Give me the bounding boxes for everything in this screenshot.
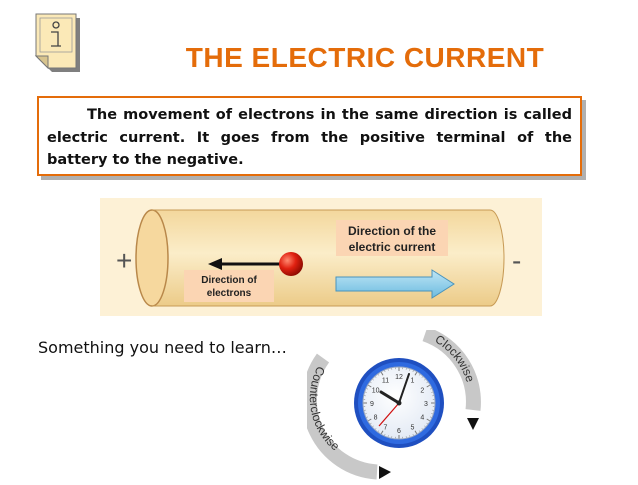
clock-number: 8 [374,415,378,422]
clock-number: 6 [397,428,401,435]
learn-text: Something you need to learn… [38,338,287,357]
definition-box: The movement of electrons in the same di… [37,96,582,176]
clockwise-arrowhead [467,418,479,430]
clock-number: 9 [370,401,374,408]
clock-number: 12 [395,374,403,381]
electric-current-diagram: + - Direction of electrons Direction of … [100,198,542,316]
tube-left-end [136,210,168,306]
counterclockwise-label: Counterclockwise [307,364,343,453]
counterclockwise-arrowhead [379,466,391,479]
clock-number: 7 [384,424,388,431]
current-label-line2: electric current [349,240,436,254]
electron-ball [279,252,303,276]
clock-number: 10 [372,388,380,395]
page-title: THE ELECTRIC CURRENT [150,42,580,74]
clock-number: 5 [411,424,415,431]
electrons-label-line1: Direction of [201,275,257,286]
clock-number: 3 [424,401,428,408]
positive-terminal: + [116,245,132,276]
electrons-label-line2: electrons [207,288,252,299]
clock-number: 1 [411,378,415,385]
negative-terminal: - [512,245,521,276]
clock-number: 11 [382,378,389,385]
clock-number: 4 [420,415,424,422]
current-label-line1: Direction of the [348,224,436,238]
clock-center [397,401,402,406]
clock-number: 2 [420,388,424,395]
clockwise-label: Clockwise [433,332,478,384]
info-icon [34,12,84,74]
